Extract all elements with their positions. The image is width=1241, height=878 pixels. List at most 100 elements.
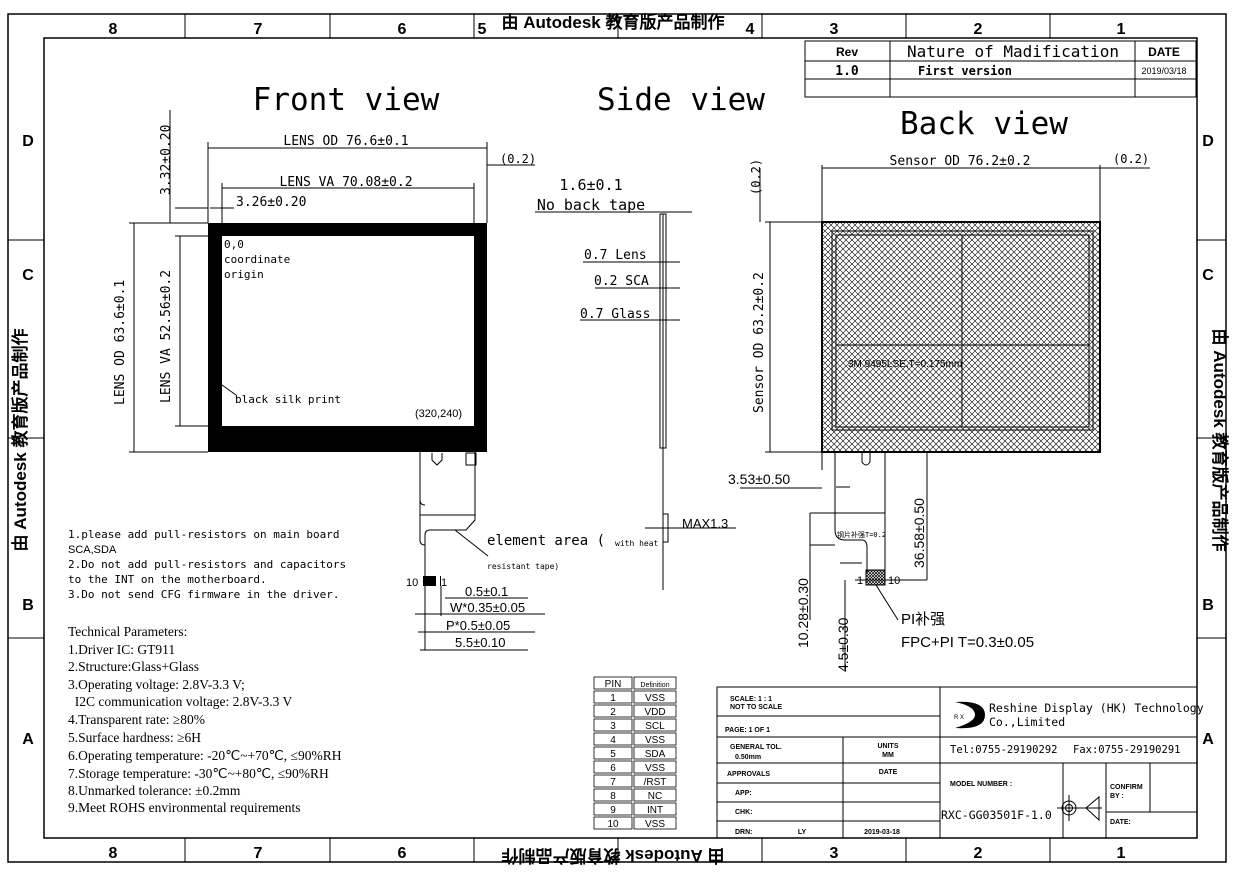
front-view: LENS OD 76.6±0.1 LENS VA 70.08±0.2 3.26±…: [113, 110, 659, 651]
approvals-label: APPROVALS: [727, 771, 770, 778]
tech-param: 3.Operating voltage: 2.8V-3.3 V;: [68, 677, 245, 692]
pin-cell: [593, 774, 633, 788]
zone-row-d-right: D: [1202, 133, 1214, 150]
scale-label: SCALE: 1 : 1: [730, 696, 772, 703]
fpc-length3-dim: 4.5±0.30: [835, 617, 851, 672]
chk-label: CHK:: [735, 809, 753, 816]
definition-header: Definition: [640, 682, 669, 689]
zone-col-2-bottom: 2: [974, 845, 983, 862]
pi-stiffener-label: PI补强: [901, 611, 945, 628]
origin-label: origin: [224, 268, 264, 281]
black-silk-frame: [208, 223, 487, 452]
app-label: APP:: [735, 790, 752, 797]
pin-number: 5: [610, 749, 616, 760]
pin-cell: [593, 788, 633, 802]
pin-definition: VSS: [645, 735, 665, 746]
pin-definition: VSS: [645, 693, 665, 704]
pin-number: 7: [610, 777, 616, 788]
zone-row-b-right: B: [1202, 597, 1214, 614]
zone-col-2: 2: [974, 21, 983, 38]
zone-col-3-bottom: 3: [830, 845, 839, 862]
drawn-date: 2019-03-18: [864, 829, 900, 836]
definition-cell: [633, 760, 677, 774]
pin-cell: [593, 760, 633, 774]
pin-definition: /RST: [644, 777, 667, 788]
tech-param: 4.Transparent rate: ≥80%: [68, 712, 205, 727]
lens-od-v-dim: LENS OD 63.6±0.1: [113, 280, 128, 405]
pin-cell: [593, 690, 633, 704]
definition-cell: [633, 718, 677, 732]
zone-row-d: D: [22, 133, 34, 150]
tape-label: 3M 9495LSE,T=0.175mm: [848, 359, 962, 370]
pin-number: 3: [610, 721, 616, 732]
fax: Fax:0755-29190291: [1073, 744, 1180, 756]
watermark-bottom: 由 Autodesk 教育版产品制作: [502, 846, 725, 866]
zone-col-5: 5: [478, 21, 487, 38]
zone-col-1: 1: [1117, 21, 1126, 38]
zone-col-7-bottom: 7: [254, 845, 263, 862]
lens-va-v-dim: LENS VA 52.56±0.2: [159, 270, 174, 403]
note-line: 1.please add pull-resistors on main boar…: [68, 528, 340, 541]
telephone: Tel:0755-29190292: [950, 744, 1057, 756]
company-name: Reshine Display (HK) Technology: [989, 701, 1204, 715]
not-to-scale-label: NOT TO SCALE: [730, 704, 782, 711]
tech-param: 8.Unmarked tolerance: ±0.2mm: [68, 783, 241, 798]
pin-definition: SDA: [645, 749, 666, 760]
zone-dividers: [8, 14, 1226, 862]
pin-number: 4: [610, 735, 616, 746]
tech-params-title: Technical Parameters:: [68, 624, 187, 639]
note-line: to the INT on the motherboard.: [68, 573, 267, 586]
zone-col-4: 4: [746, 21, 755, 38]
gap-right-dim: (0.2): [1113, 152, 1149, 166]
title-block: SCALE: 1 : 1 NOT TO SCALE PAGE: 1 OF 1 G…: [716, 686, 1204, 839]
pin-definition: NC: [648, 791, 662, 802]
pin-header: PIN: [605, 679, 622, 690]
zone-col-6-bottom: 6: [398, 845, 407, 862]
definition-cell: [633, 704, 677, 718]
pin-number: 2: [610, 707, 616, 718]
fpc-length-dim: 36.58±0.50: [911, 498, 927, 568]
date-header: DATE: [1148, 45, 1180, 59]
origin-label: coordinate: [224, 253, 290, 266]
zone-col-8: 8: [109, 21, 118, 38]
definition-cell: [633, 816, 677, 830]
back-view: 3M 9495LSE,T=0.175mm Sensor OD 76.2±0.2 …: [728, 152, 1150, 672]
pin-definition: SCL: [645, 721, 665, 732]
tech-param: 2.Structure:Glass+Glass: [68, 659, 199, 674]
max-thickness-dim: MAX1.3: [682, 516, 728, 531]
pin-10-label: 10: [888, 575, 900, 587]
zone-row-a: A: [22, 731, 34, 748]
pin-10-label: 10: [406, 577, 418, 589]
rev-date-value: 2019/03/18: [1141, 66, 1186, 76]
definition-cell: [633, 802, 677, 816]
units-value: MM: [882, 752, 894, 759]
zone-col-7: 7: [254, 21, 263, 38]
watermark-right: 由 Autodesk 教育版产品制作: [1210, 329, 1230, 552]
units-label: UNITS: [878, 743, 899, 750]
pin-cell: [593, 676, 633, 690]
gap-top-dim: (0.2): [749, 159, 763, 195]
lens-layer-label: 0.7 Lens: [584, 248, 647, 263]
pin-1-label: 1: [857, 575, 863, 587]
pin-definition: INT: [647, 805, 663, 816]
technical-parameters: Technical Parameters: 1.Driver IC: GT911…: [68, 624, 342, 815]
back-view-title: Back view: [900, 106, 1068, 142]
element-area-note: resistant tape): [487, 562, 559, 571]
tech-param: 9.Meet ROHS environmental requirements: [68, 800, 300, 815]
pin-p-dim: P*0.5±0.05: [446, 618, 510, 633]
pin-cell: [593, 802, 633, 816]
zone-col-8-bottom: 8: [109, 845, 118, 862]
pin-number: 10: [607, 819, 619, 830]
fpc-length2-dim: 10.28±0.30: [795, 578, 811, 648]
pin-cell: [593, 746, 633, 760]
fpc-total-dim: 5.5±0.10: [455, 635, 506, 650]
zone-col-6: 6: [398, 21, 407, 38]
definition-cell: [633, 732, 677, 746]
origin-label: 0,0: [224, 238, 244, 251]
side-view: 1.6±0.1 No back tape 0.7 Lens 0.2 SCA 0.…: [535, 176, 736, 590]
pin-width-dim: 0.5±0.1: [465, 584, 508, 599]
note-line: 2.Do not add pull-resistors and capacito…: [68, 558, 346, 571]
pin-w-dim: W*0.35±0.05: [450, 600, 525, 615]
tech-param: 5.Surface hardness: ≥6H: [68, 730, 201, 745]
